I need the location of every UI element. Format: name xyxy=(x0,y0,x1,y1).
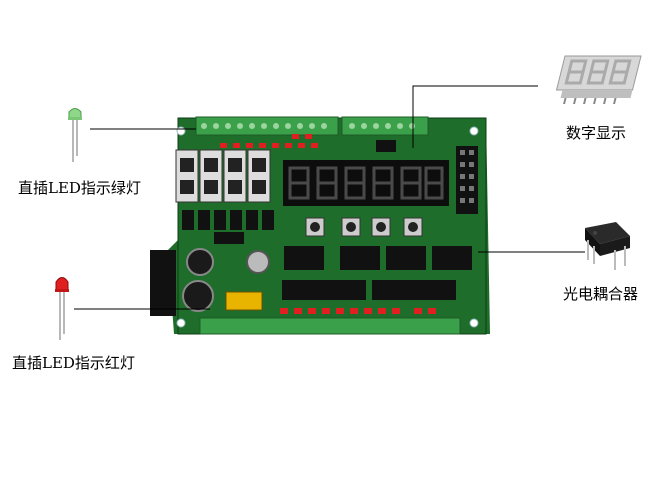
top-terminal-block xyxy=(195,116,429,136)
relay-bank xyxy=(175,149,271,203)
small-ic xyxy=(376,140,396,152)
leader-lines xyxy=(74,85,585,310)
power-section xyxy=(150,232,270,316)
bottom-led-row xyxy=(280,308,436,314)
optocoupler-label: 光电耦合器 xyxy=(563,285,639,303)
optocoupler-icon xyxy=(585,222,630,270)
top-led-row xyxy=(220,134,318,148)
green-led-icon xyxy=(68,108,82,162)
green-led-label: 直插LED指示绿灯 xyxy=(18,179,141,197)
seven-segment-leader xyxy=(412,85,538,148)
ic-chips xyxy=(282,246,472,300)
seven-segment-label: 数字显示 xyxy=(566,124,627,142)
push-buttons xyxy=(305,217,423,237)
pin-header xyxy=(456,146,478,214)
red-led-label: 直插LED指示红灯 xyxy=(12,354,135,372)
board-seven-segment-display xyxy=(283,160,449,206)
red-led-icon xyxy=(55,277,69,340)
seven-segment-display-icon xyxy=(555,55,642,104)
ic-row-top xyxy=(182,210,274,230)
bottom-terminal-block xyxy=(199,317,461,335)
